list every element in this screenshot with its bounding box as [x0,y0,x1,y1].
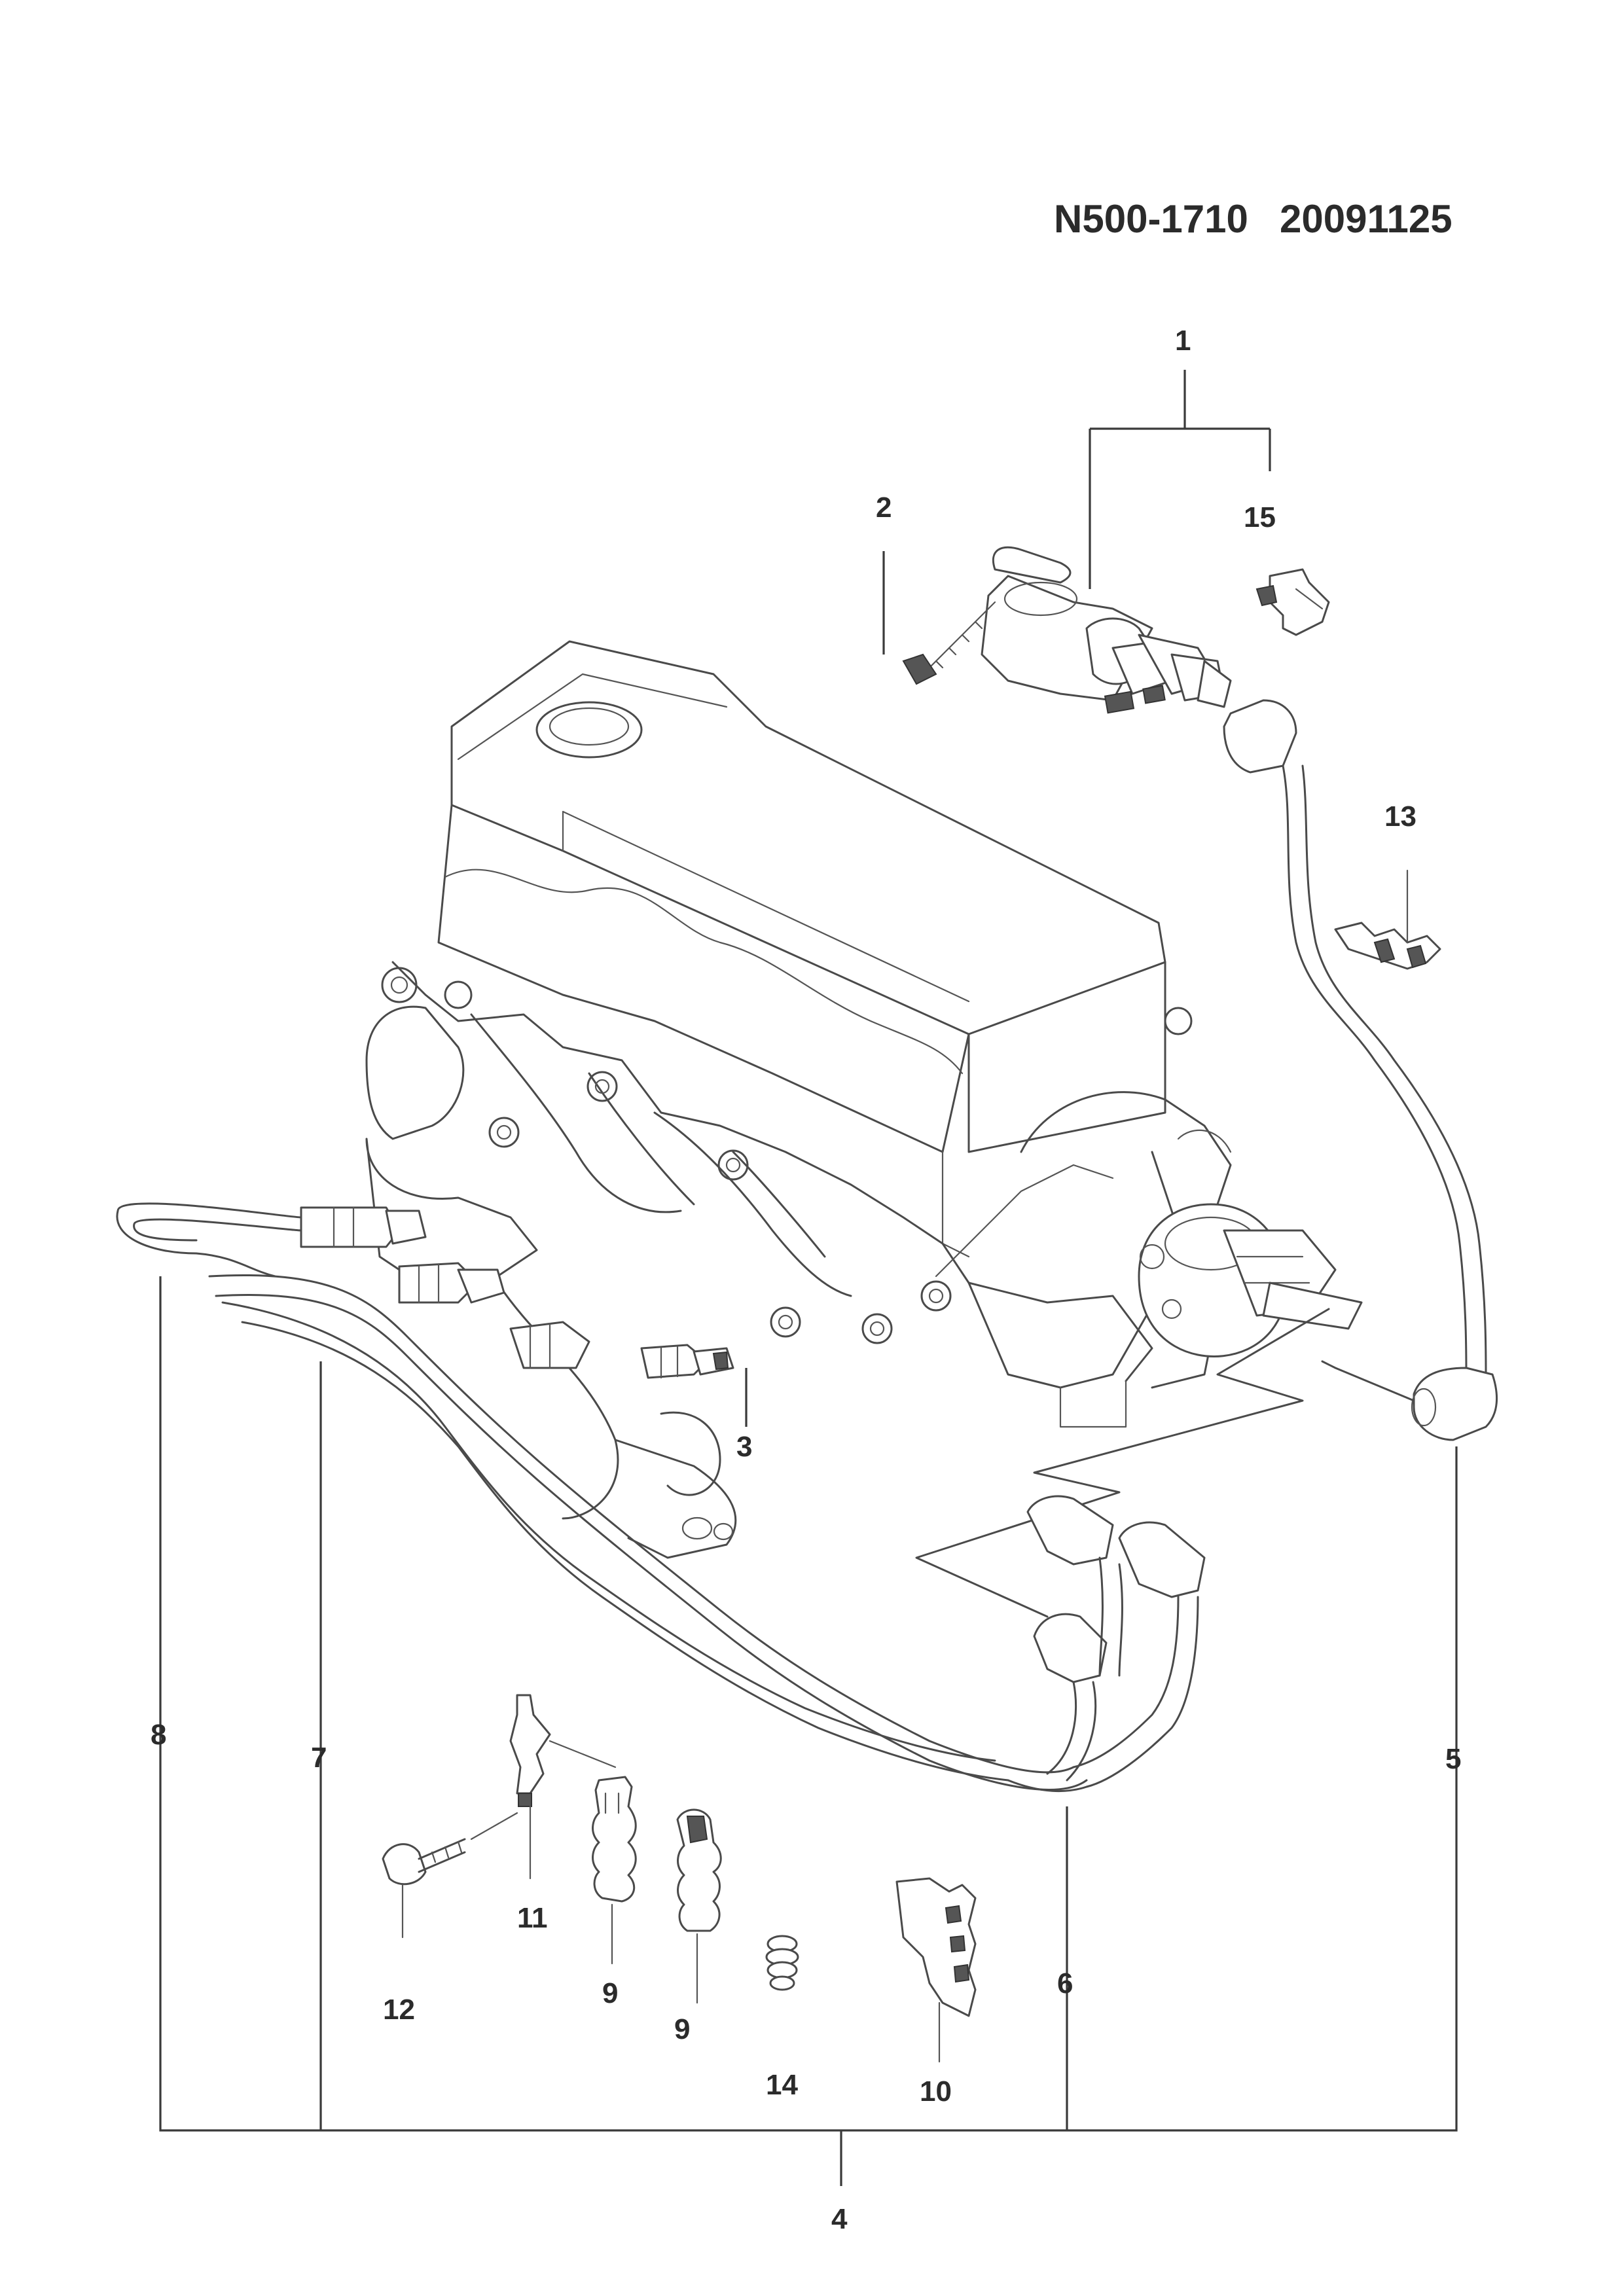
callout-3: 3 [736,1431,752,1463]
callout-6: 6 [1057,1967,1073,2000]
callout-10: 10 [920,2075,952,2108]
spark-plug-wires [116,1202,1206,1793]
wire-clip-part-13 [1334,869,1441,970]
callout-numbers: 1 2 3 4 5 6 7 8 9 9 10 11 12 13 14 15 [151,325,1461,2235]
callout-5: 5 [1445,1743,1461,1775]
part-code: N500-1710 [1054,197,1248,241]
ignition-coil [981,546,1232,714]
screw-part-2 [882,551,996,685]
bolt-part-12 [382,1812,518,1939]
callout-14: 14 [766,2069,798,2101]
bracket-part-15 [1255,568,1330,636]
date-code: 20091125 [1280,197,1453,241]
callout-7: 7 [311,1742,327,1774]
callout-13: 13 [1384,800,1416,833]
plug-boot-part-9a [592,1776,637,1965]
spring-part-14 [765,1935,799,1991]
callout-9b: 9 [674,2013,690,2045]
leader-lines [159,370,1458,2186]
callout-9a: 9 [602,1977,618,2009]
callout-2: 2 [876,492,892,524]
coil-wire-part-5 [1223,699,1498,1441]
callout-1: 1 [1175,325,1191,357]
callout-8: 8 [151,1719,166,1751]
callout-4: 4 [831,2203,848,2235]
engine-block [365,640,1232,1559]
bracket-part-11 [509,1694,617,1880]
callout-12: 12 [383,1994,415,2026]
callout-15: 15 [1244,501,1276,533]
plug-boot-part-9b [676,1808,722,2004]
callout-11: 11 [517,1902,548,1934]
holder-part-10 [895,1877,977,2063]
distributor [915,1203,1363,1618]
